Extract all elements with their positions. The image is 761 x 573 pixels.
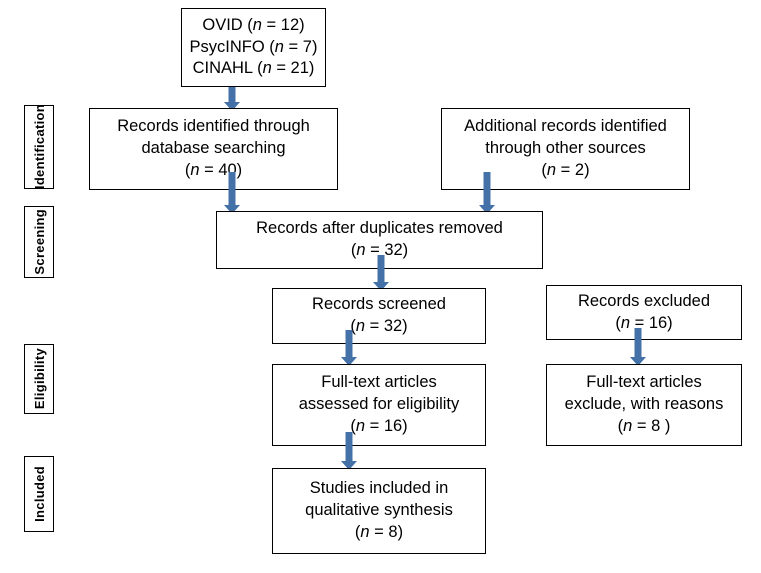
- box-fulltext-excluded: Full-text articles exclude, with reasons…: [546, 364, 742, 446]
- box-additional-records-line3: (n = 2): [541, 160, 590, 179]
- stage-label-eligibility-text: Eligibility: [31, 348, 47, 410]
- stage-label-included: Included: [24, 456, 54, 532]
- box-additional-records-line2: through other sources: [485, 139, 646, 158]
- box-records-screened-line2: (n = 32): [350, 317, 408, 335]
- box-records-excluded-line1: Records excluded: [577, 291, 711, 310]
- arrow-records-identified-to-duplicates: [222, 190, 241, 214]
- box-additional-records-line1: Additional records identified: [464, 117, 667, 136]
- box-additional-records: Additional records identified through ot…: [441, 108, 690, 190]
- stage-label-eligibility: Eligibility: [24, 344, 54, 414]
- box-fulltext-assessed-line2: assessed for eligibility: [298, 395, 460, 414]
- box-fulltext-excluded-line1: Full-text articles: [586, 373, 702, 392]
- box-fulltext-assessed-line1: Full-text articles: [321, 373, 437, 392]
- stage-label-identification-text: Identification: [31, 104, 47, 190]
- stage-label-screening-text: Screening: [31, 209, 47, 275]
- box-fulltext-excluded-line3: (n = 8 ): [617, 416, 671, 435]
- box-studies-included-line3: (n = 8): [354, 522, 404, 541]
- arrow-stub-additional-records: [477, 172, 496, 190]
- box-studies-included-line1: Studies included in: [309, 479, 449, 498]
- box-records-excluded-line2: (n = 16): [615, 313, 673, 332]
- arrow-records-screened-to-fulltext-assessed: [339, 344, 358, 366]
- box-databases-line1: OVID (n = 12): [202, 15, 305, 34]
- arrow-stub-records-identified: [222, 172, 241, 190]
- box-records-excluded: Records excluded (n = 16): [546, 285, 742, 340]
- arrow-fulltext-assessed-to-studies-included: [339, 446, 358, 470]
- box-records-identified: Records identified through database sear…: [89, 108, 338, 190]
- arrow-stub-fulltext-assessed: [339, 432, 358, 446]
- arrow-duplicates-to-records-screened: [371, 269, 390, 291]
- box-fulltext-assessed-line3: (n = 16): [350, 416, 408, 435]
- arrow-databases-to-records-identified: [222, 87, 241, 111]
- stage-label-identification: Identification: [24, 104, 54, 190]
- box-records-screened-line1: Records screened: [312, 295, 446, 314]
- arrow-additional-records-to-duplicates: [477, 190, 496, 214]
- arrow-stub-records-screened: [339, 330, 358, 344]
- box-databases: OVID (n = 12) PsycINFO (n = 7) CINAHL (n…: [181, 8, 326, 87]
- box-records-identified-line2: database searching: [141, 139, 286, 158]
- arrow-stub-duplicates-removed: [371, 255, 390, 269]
- box-records-screened: Records screened (n = 32): [272, 288, 486, 344]
- box-duplicates-removed-line1: Records after duplicates removed: [256, 219, 503, 238]
- arrow-records-excluded-to-fulltext-excluded: [628, 340, 647, 366]
- box-fulltext-assessed: Full-text articles assessed for eligibil…: [272, 364, 486, 446]
- stage-label-included-text: Included: [31, 466, 47, 522]
- box-records-identified-line1: Records identified through: [117, 117, 310, 136]
- box-duplicates-removed-line2: (n = 32): [350, 241, 409, 259]
- box-databases-line3: CINAHL (n = 21): [192, 59, 315, 78]
- box-studies-included-line2: qualitative synthesis: [305, 501, 453, 520]
- box-studies-included: Studies included in qualitative synthesi…: [272, 468, 486, 554]
- box-databases-line2: PsycINFO (n = 7): [189, 37, 318, 56]
- box-fulltext-excluded-line2: exclude, with reasons: [564, 395, 724, 414]
- arrow-stub-records-excluded: [628, 328, 647, 340]
- stage-label-screening: Screening: [24, 206, 54, 278]
